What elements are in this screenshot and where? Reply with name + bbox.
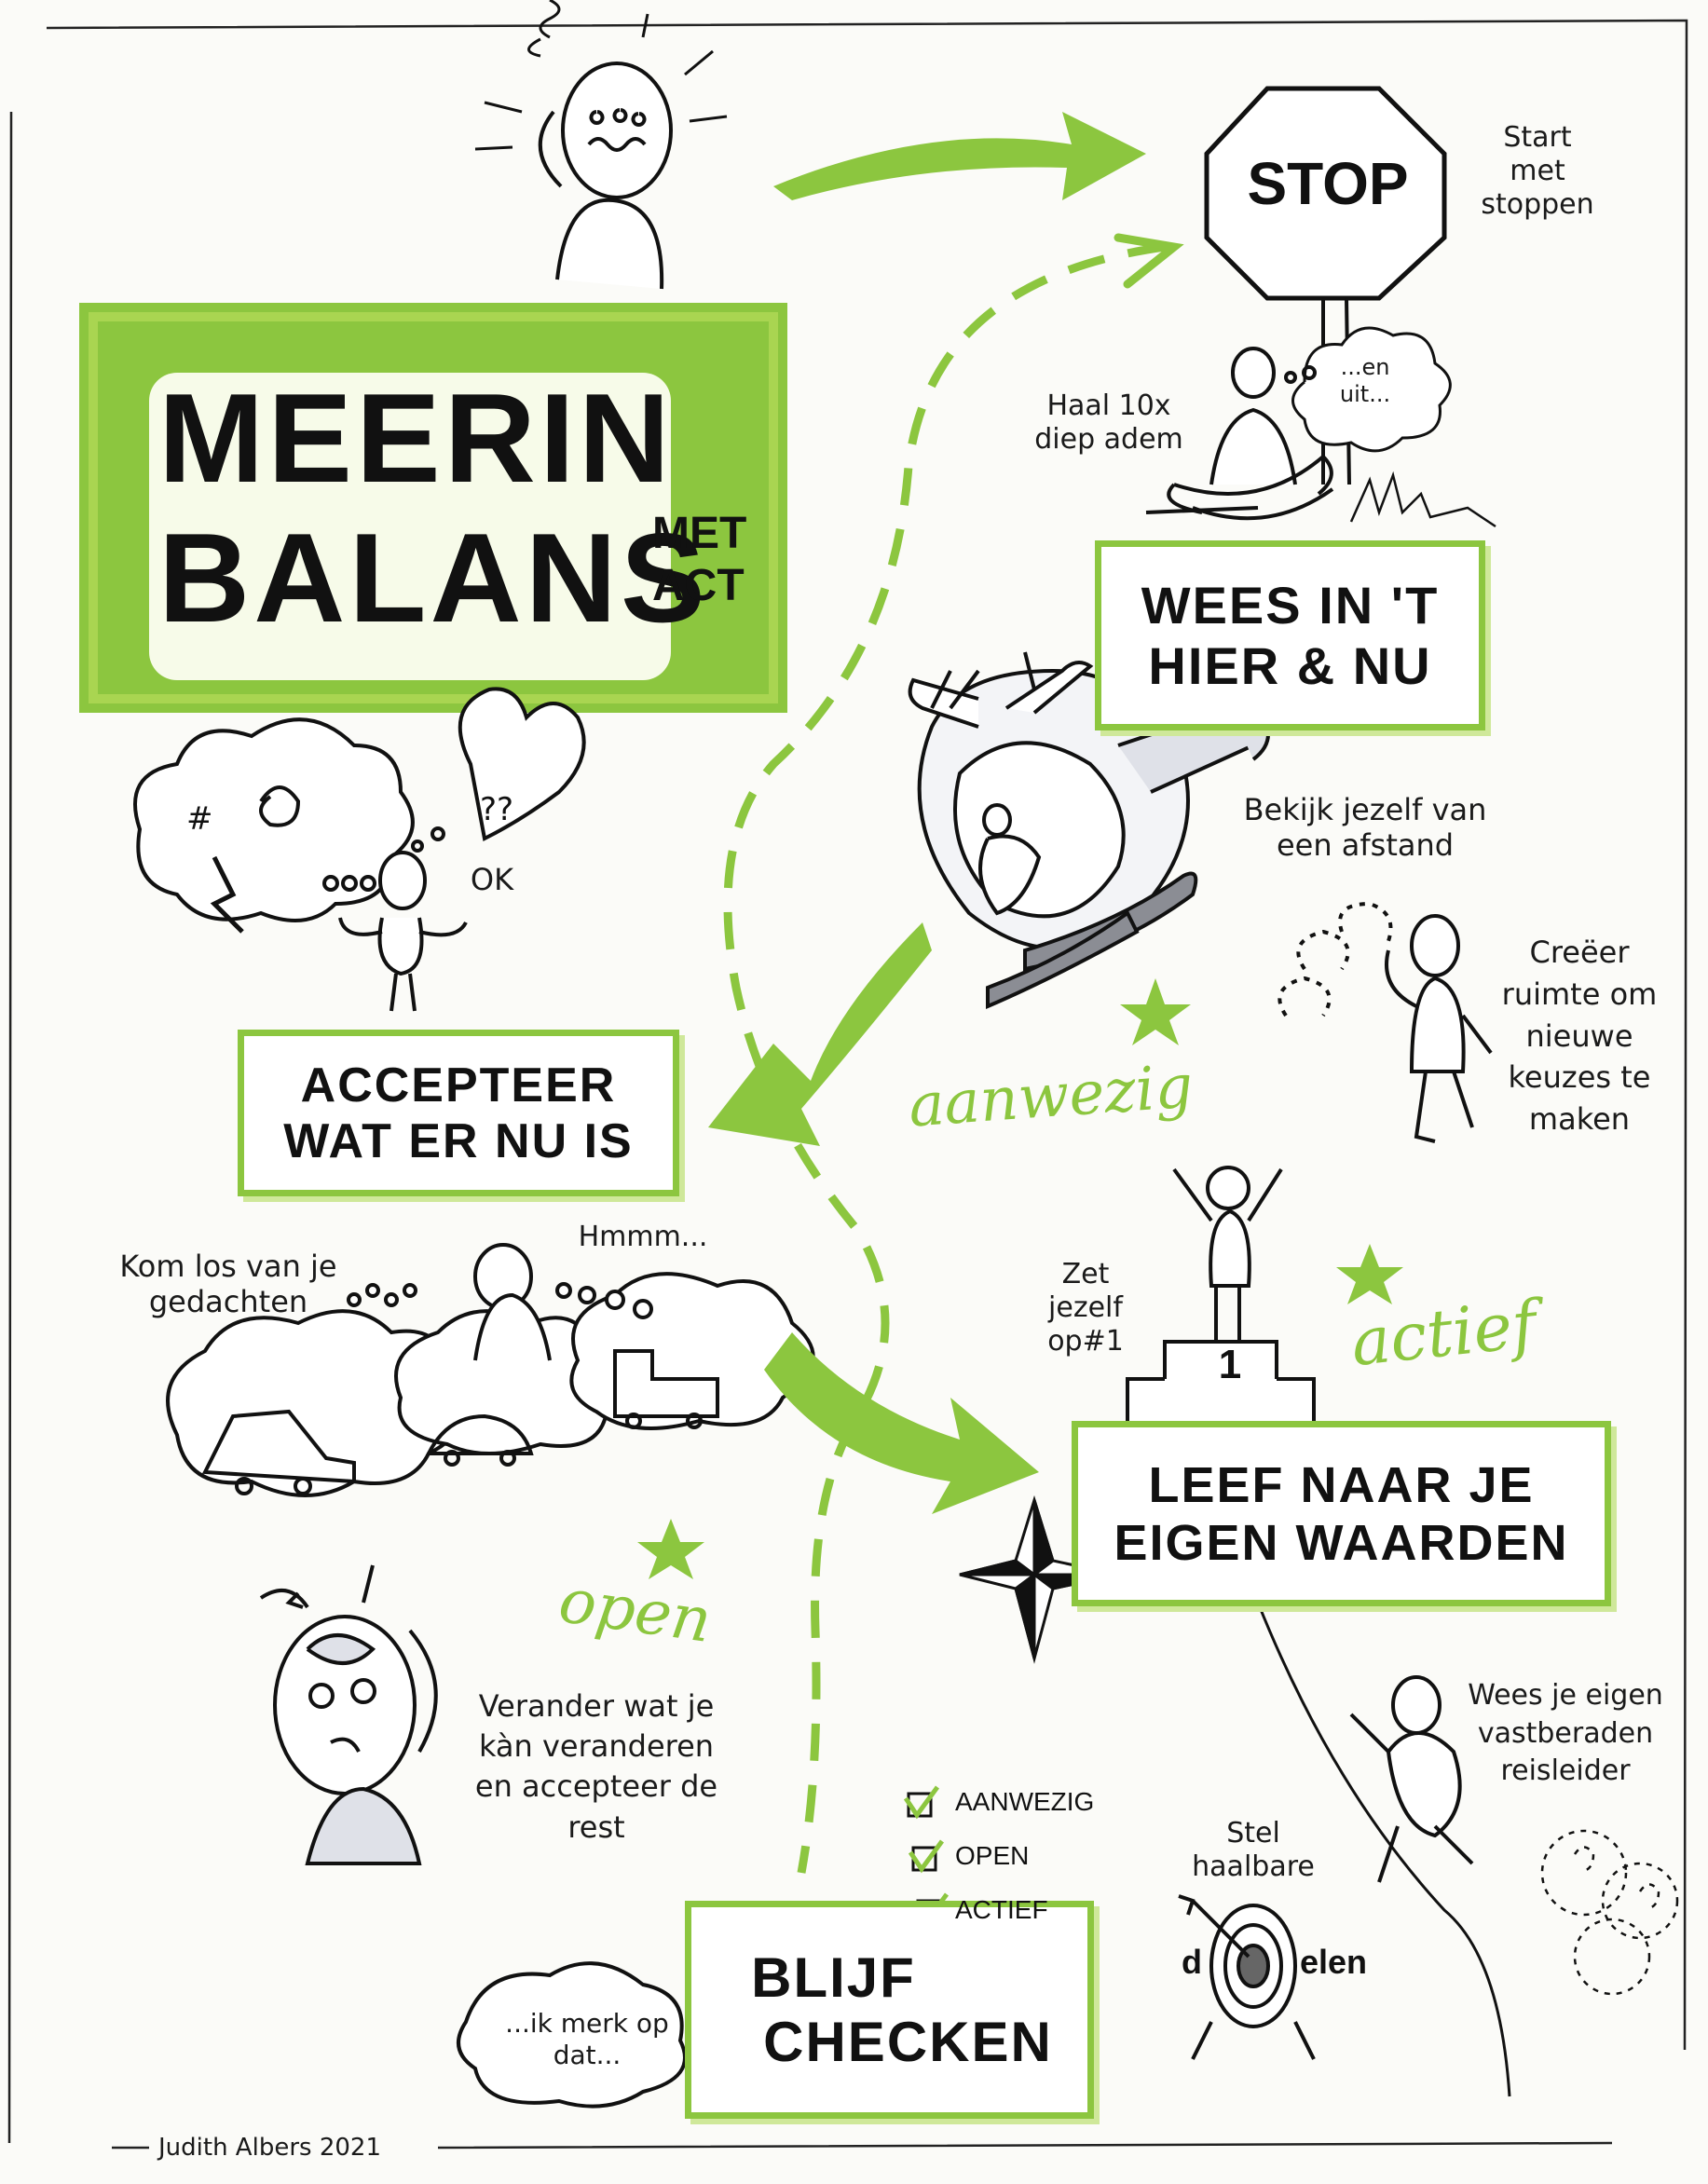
podium-number: 1 bbox=[1218, 1342, 1242, 1387]
note-guide: Wees je eigen vastberaden reisleider bbox=[1468, 1679, 1663, 1787]
thinking-head-icon bbox=[259, 1564, 438, 1865]
checklist-item: OPEN bbox=[955, 1841, 1030, 1870]
check-line2: CHECKEN bbox=[763, 2011, 1053, 2073]
question-clouds-icon bbox=[1540, 1829, 1679, 1996]
breath-cloud-text: ...en uit... bbox=[1339, 354, 1391, 407]
accept-line2: WAT ER NU IS bbox=[283, 1113, 634, 1168]
page-border bbox=[7, 19, 1688, 2150]
podium-figure-icon bbox=[1126, 1166, 1316, 1427]
note-thoughts: Kom los van je gedachten bbox=[119, 1249, 337, 1320]
breath-note: Haal 10x diep adem bbox=[1034, 389, 1183, 456]
checklist: AANWEZIG OPEN ACTIEF bbox=[955, 1787, 1141, 1949]
title-line1: MEERIN bbox=[158, 367, 674, 509]
note-goals-pre: Stel haalbare bbox=[1192, 1817, 1315, 1883]
check-line1: BLIJF bbox=[751, 1946, 916, 2009]
note-hmmm: Hmmm... bbox=[578, 1221, 708, 1253]
arrow-to-values bbox=[764, 1332, 1039, 1514]
arrow-to-accept bbox=[708, 922, 932, 1146]
star-icons bbox=[637, 978, 1403, 1579]
here-now-line2: HIER & NU bbox=[1148, 636, 1432, 695]
svg-text:#: # bbox=[186, 800, 213, 838]
values-line1: LEEF NAAR JE bbox=[1148, 1456, 1535, 1513]
stop-note: Start met stoppen bbox=[1481, 121, 1594, 221]
walking-figure-icon bbox=[1278, 901, 1493, 1143]
stressed-figure-icon bbox=[474, 0, 728, 290]
values-line2: EIGEN WAARDEN bbox=[1114, 1514, 1569, 1571]
stop-label: STOP bbox=[1247, 150, 1409, 217]
note-goals-post: elen bbox=[1300, 1943, 1368, 1981]
helicopter-icon bbox=[908, 651, 1270, 1010]
note-distance: Bekijk jezelf van een afstand bbox=[1243, 792, 1487, 864]
accept-line1: ACCEPTEER bbox=[300, 1058, 617, 1112]
checklist-item: ACTIEF bbox=[955, 1895, 1048, 1924]
dashed-path bbox=[723, 242, 1166, 1874]
section-accept: ACCEPTEER WAT ER NU IS bbox=[238, 1030, 679, 1196]
note-goals-d: d bbox=[1182, 1943, 1202, 1981]
note-first: Zet jezelf op#1 bbox=[1047, 1258, 1124, 1358]
section-check: BLIJF CHECKEN bbox=[685, 1901, 1094, 2119]
arrow-to-stop bbox=[773, 112, 1146, 200]
note-notice: ...ik merk op dat... bbox=[505, 2008, 669, 2070]
here-now-line1: WEES IN 'T bbox=[1141, 576, 1440, 635]
note-change: Verander wat je kàn veranderen en accept… bbox=[474, 1688, 718, 1845]
target-icon bbox=[1178, 1894, 1316, 2060]
notice-cloud bbox=[457, 1961, 687, 2109]
title-tag: MET ACT bbox=[652, 509, 747, 610]
breath-cloud bbox=[1291, 326, 1452, 453]
signature: Judith Albers 2021 bbox=[158, 2134, 381, 2162]
thinking-figure-icon: # ?? bbox=[133, 687, 586, 1012]
stop-sign-icon bbox=[1204, 86, 1447, 485]
compass-icon bbox=[959, 1495, 1119, 1664]
checklist-item: AANWEZIG bbox=[955, 1787, 1095, 1816]
svg-text:??: ?? bbox=[480, 791, 513, 828]
note-space: Creëer ruimte om nieuwe keuzes te maken bbox=[1501, 935, 1658, 1138]
note-ok: OK bbox=[470, 862, 514, 897]
section-here-now: WEES IN 'T HIER & NU bbox=[1095, 540, 1485, 730]
car-clouds-icon bbox=[166, 1243, 815, 1497]
meditating-figure-icon bbox=[1145, 347, 1496, 528]
title-line2: BALANS bbox=[158, 507, 709, 648]
title: MEERIN BALANS bbox=[158, 367, 709, 648]
climber-icon bbox=[1256, 1602, 1511, 2097]
section-values: LEEF NAAR JE EIGEN WAARDEN bbox=[1072, 1421, 1611, 1606]
